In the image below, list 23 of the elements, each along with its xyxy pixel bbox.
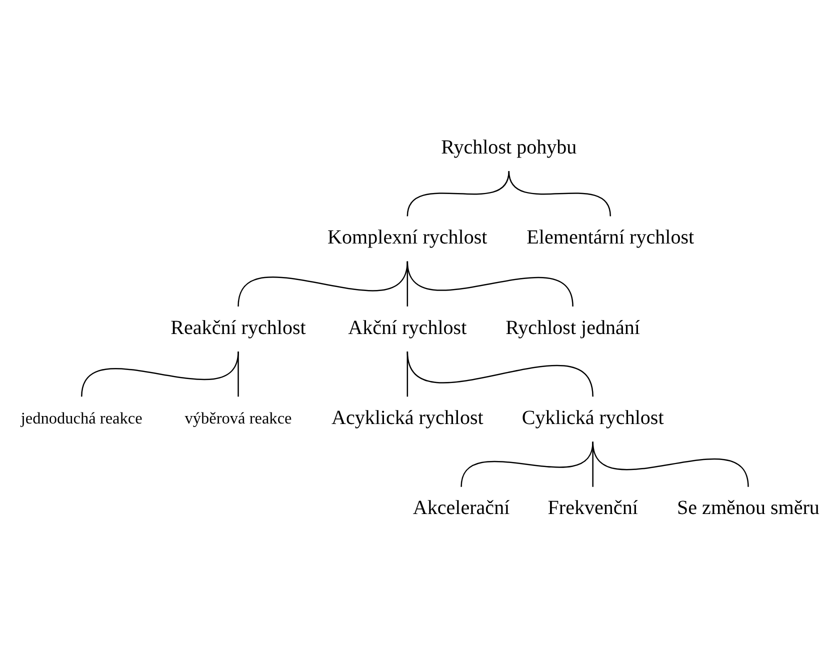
connector <box>406 170 510 216</box>
node-text: Rychlost jednání <box>506 316 640 338</box>
node-text: Se změnou směru <box>677 496 820 519</box>
connector <box>406 260 574 306</box>
connector <box>238 351 239 396</box>
node-text: Elementární rychlost <box>526 226 694 248</box>
connector <box>406 350 594 396</box>
node-text: Cyklická rychlost <box>522 406 664 428</box>
connector <box>238 260 408 306</box>
node-text: jednoduchá reakce <box>20 408 142 427</box>
connector <box>508 170 612 216</box>
node-text: Acyklická rychlost <box>331 406 484 428</box>
connector <box>460 441 594 486</box>
node-text: Akcelerační <box>412 496 510 519</box>
node-text: výběrová reakce <box>184 408 292 427</box>
node-text: Frekvenční <box>548 496 638 519</box>
node-text: Rychlost pohybu <box>441 136 577 158</box>
connector <box>81 350 239 396</box>
connector <box>592 441 749 486</box>
node-text: Akční rychlost <box>348 316 467 338</box>
connector <box>592 441 594 486</box>
node-text: Komplexní rychlost <box>328 226 488 248</box>
node-text: Reakční rychlost <box>170 316 306 338</box>
